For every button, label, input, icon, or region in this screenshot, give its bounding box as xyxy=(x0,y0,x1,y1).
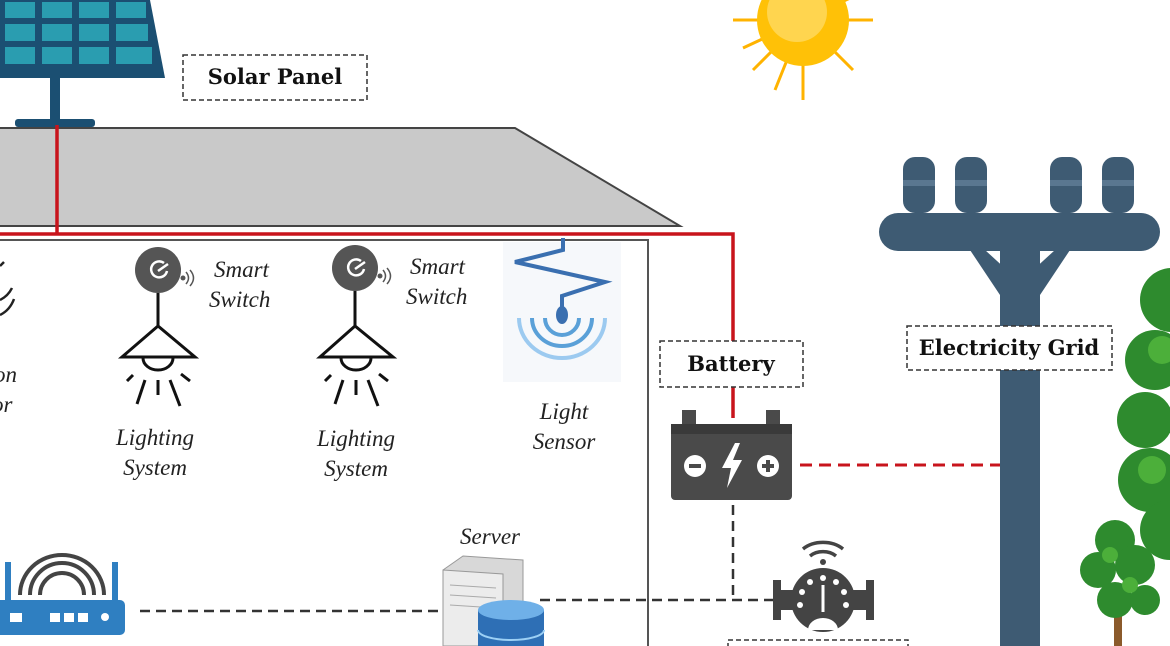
lamp-icon[interactable] xyxy=(117,293,200,407)
diagram-label: Lighting xyxy=(316,426,395,451)
data-connection-line xyxy=(140,505,775,613)
diagram-label: Smart xyxy=(214,257,270,282)
diagram-label: Lighting xyxy=(115,425,194,450)
electricity-grid-label: Electricity Grid xyxy=(906,325,1113,371)
diagram-label: Sensor xyxy=(533,429,597,454)
diagram-label: System xyxy=(123,455,187,480)
smart-switch-icon[interactable] xyxy=(135,247,195,293)
diagram-label: System xyxy=(324,456,388,481)
battery-icon xyxy=(671,410,792,500)
tree-icon xyxy=(1117,268,1170,560)
utility-pole-icon xyxy=(879,157,1160,646)
server-icon xyxy=(442,555,545,646)
battery-label: Battery xyxy=(659,340,804,388)
diagram-label: Solar Panel xyxy=(208,64,343,89)
diagram-label: Switch xyxy=(406,284,467,309)
diagram-label: on xyxy=(0,362,17,387)
diagram-label: Light xyxy=(539,399,589,424)
occupancy-sensor-icon xyxy=(0,261,16,317)
diagram-label: Smart xyxy=(410,254,466,279)
sun-icon xyxy=(733,0,873,100)
diagram-label: Battery xyxy=(687,351,775,376)
diagram-label: Server xyxy=(460,524,521,549)
router-icon xyxy=(0,553,125,635)
house-wall xyxy=(0,239,649,646)
diagram-label: Switch xyxy=(209,287,270,312)
diagram-label: Electricity Grid xyxy=(919,335,1100,360)
smart-meter-icon xyxy=(773,540,874,632)
small-tree-icon xyxy=(1080,520,1160,646)
solar-panel-icon xyxy=(0,0,165,127)
lamp-icon[interactable] xyxy=(316,291,398,407)
diagram-label: or xyxy=(0,392,14,417)
house-roof xyxy=(0,127,684,227)
smart-meter-label-box xyxy=(727,639,909,646)
smart-switch-icon[interactable] xyxy=(332,245,392,291)
light-sensor-icon xyxy=(503,238,621,382)
solar-panel-label: Solar Panel xyxy=(182,54,368,101)
